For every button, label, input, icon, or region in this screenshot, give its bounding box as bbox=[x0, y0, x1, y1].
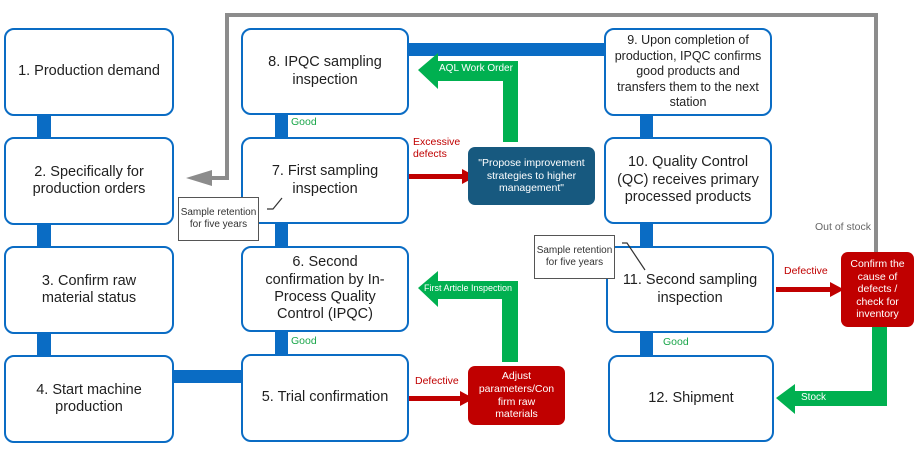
defective-5-arrowhead bbox=[460, 391, 474, 406]
step-1-text: 1. Production demand bbox=[18, 63, 160, 80]
note-sample-retention-2-text: Sample retention for five years bbox=[536, 245, 613, 268]
defective-5-arrow bbox=[408, 396, 464, 401]
step-2-production-orders: 2. Specifically for production orders bbox=[4, 137, 174, 225]
note-sample-retention-1-text: Sample retention for five years bbox=[180, 207, 257, 230]
connector-7-8 bbox=[275, 113, 288, 139]
step-9-ipqc-confirms-transfer: 9. Upon completion of production, IPQC c… bbox=[604, 28, 772, 116]
connector-10-11 bbox=[640, 222, 653, 248]
note-1-leader-line bbox=[267, 197, 283, 210]
step-3-confirm-raw-material: 3. Confirm raw material status bbox=[4, 246, 174, 334]
out-of-stock-loop-arrow bbox=[210, 13, 878, 252]
step-9-text: 9. Upon completion of production, IPQC c… bbox=[614, 32, 762, 110]
action-confirm-defect-cause-text: Confirm the cause of defects / check for… bbox=[850, 258, 905, 321]
defective-11-arrow bbox=[776, 287, 834, 292]
connector-8-9 bbox=[406, 43, 609, 56]
connector-6-7 bbox=[275, 222, 288, 248]
arrow-label-stock: Stock bbox=[801, 392, 827, 403]
action-propose-improvement-text: "Propose improvement strategies to highe… bbox=[478, 157, 585, 195]
excessive-defects-arrow bbox=[408, 174, 466, 179]
step-12-shipment: 12. Shipment bbox=[608, 355, 774, 442]
step-8-ipqc-sampling-inspection: 8. IPQC sampling inspection bbox=[241, 28, 409, 115]
connector-9-10 bbox=[640, 114, 653, 140]
step-6-text: 6. Second confirmation by In-Process Qua… bbox=[265, 254, 385, 323]
step-8-text: 8. IPQC sampling inspection bbox=[268, 54, 382, 88]
step-11-text: 11. Second sampling inspection bbox=[622, 272, 758, 306]
defective-11-arrowhead bbox=[830, 282, 844, 297]
connector-2-3 bbox=[37, 224, 51, 248]
label-out-of-stock: Out of stock bbox=[815, 221, 872, 233]
step-4-start-machine-production: 4. Start machine production bbox=[4, 355, 174, 443]
label-excessive-defects: Excessive defects bbox=[413, 136, 461, 161]
note-sample-retention-1: Sample retention for five years bbox=[178, 197, 259, 241]
connector-1-2 bbox=[37, 115, 51, 139]
connector-5-6 bbox=[275, 330, 288, 356]
step-10-text: 10. Quality Control (QC) receives primar… bbox=[617, 154, 759, 206]
label-good-6-5: Good bbox=[291, 335, 317, 347]
action-adjust-parameters: Adjust parameters/Con firm raw materials bbox=[468, 366, 565, 425]
action-confirm-defect-cause: Confirm the cause of defects / check for… bbox=[841, 252, 914, 327]
step-4-text: 4. Start machine production bbox=[36, 381, 142, 415]
step-11-second-sampling-inspection: 11. Second sampling inspection bbox=[606, 246, 774, 333]
step-5-text: 5. Trial confirmation bbox=[261, 389, 389, 406]
step-2-text: 2. Specifically for production orders bbox=[32, 163, 146, 197]
label-good-11-12: Good bbox=[663, 336, 689, 348]
step-12-text: 12. Shipment bbox=[648, 389, 734, 406]
arrow-label-first-article-inspection: First Article Inspection bbox=[424, 283, 513, 293]
action-propose-improvement: "Propose improvement strategies to highe… bbox=[468, 147, 595, 205]
step-1-production-demand: 1. Production demand bbox=[4, 28, 174, 116]
connector-11-12 bbox=[640, 331, 653, 357]
action-adjust-parameters-text: Adjust parameters/Con firm raw materials bbox=[478, 370, 555, 421]
note-sample-retention-2: Sample retention for five years bbox=[534, 235, 615, 279]
step-7-text: 7. First sampling inspection bbox=[271, 163, 379, 197]
step-6-second-confirmation-ipqc: 6. Second confirmation by In-Process Qua… bbox=[241, 246, 409, 332]
first-article-arrow bbox=[418, 271, 518, 362]
step-10-qc-receives-products: 10. Quality Control (QC) receives primar… bbox=[604, 137, 772, 224]
out-of-stock-arrowhead bbox=[186, 170, 212, 186]
label-defective-11: Defective bbox=[784, 265, 828, 277]
arrow-label-aql-work-order: AQL Work Order bbox=[439, 63, 513, 74]
label-good-8-7: Good bbox=[291, 116, 317, 128]
label-defective-5: Defective bbox=[415, 375, 459, 387]
connector-3-4 bbox=[37, 333, 51, 357]
step-5-trial-confirmation: 5. Trial confirmation bbox=[241, 354, 409, 442]
note-2-leader-line bbox=[622, 242, 646, 271]
connector-4-5 bbox=[171, 370, 243, 383]
aql-work-order-arrow bbox=[418, 53, 518, 142]
step-3-text: 3. Confirm raw material status bbox=[41, 272, 137, 306]
stock-arrow bbox=[776, 327, 887, 414]
